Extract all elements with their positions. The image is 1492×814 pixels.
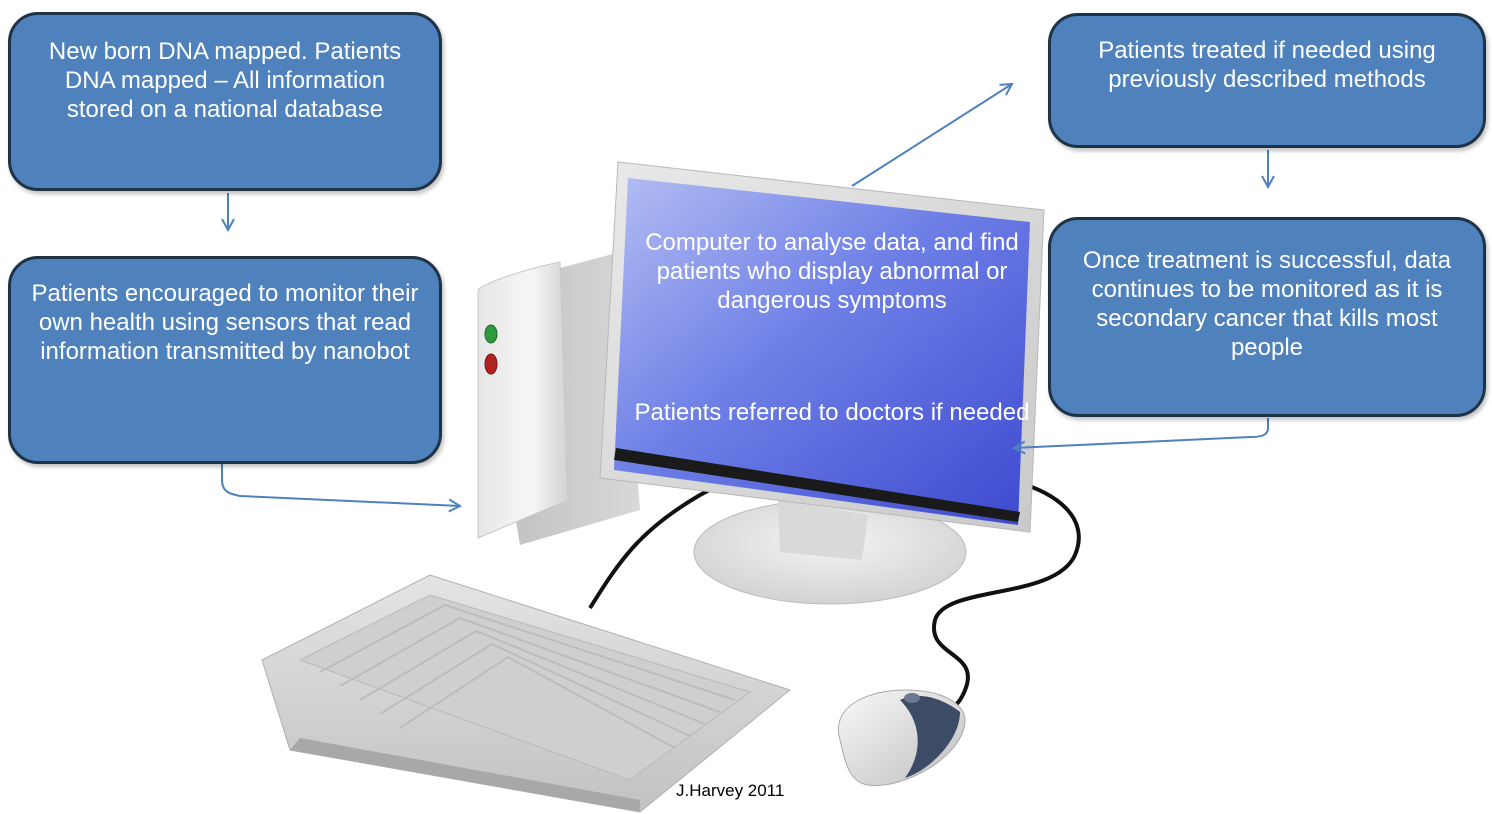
screen-analysis-text: Computer to analyse data, and find patie…	[645, 229, 1019, 314]
monitor-stand	[693, 499, 967, 605]
monitor-icon	[599, 161, 1045, 533]
arrow-screen-to-treated	[851, 84, 1012, 187]
treatment-text: Patients treated if needed using previou…	[1098, 37, 1436, 93]
author-credit: J.Harvey 2011	[676, 781, 785, 800]
computer-tower-icon	[477, 252, 640, 545]
mouse-icon	[837, 689, 966, 786]
dna-mapping-text: New born DNA mapped. Patients DNA mapped…	[48, 38, 402, 123]
self-monitoring-box: Patients encouraged to monitor their own…	[8, 256, 442, 464]
keyboard-icon	[261, 574, 792, 813]
mouse-cable	[913, 476, 1081, 718]
post-treatment-box: Once treatment is successful, data conti…	[1048, 217, 1486, 417]
arrow-monitor-to-tower	[221, 464, 460, 506]
screen-referral-text: Patients referred to doctors if needed	[634, 399, 1030, 426]
dna-mapping-box: New born DNA mapped. Patients DNA mapped…	[8, 12, 442, 191]
self-monitoring-text: Patients encouraged to monitor their own…	[31, 280, 419, 365]
arrow-success-to-screen	[1014, 418, 1269, 448]
treatment-box: Patients treated if needed using previou…	[1048, 13, 1486, 148]
post-treatment-text: Once treatment is successful, data conti…	[1082, 247, 1452, 361]
